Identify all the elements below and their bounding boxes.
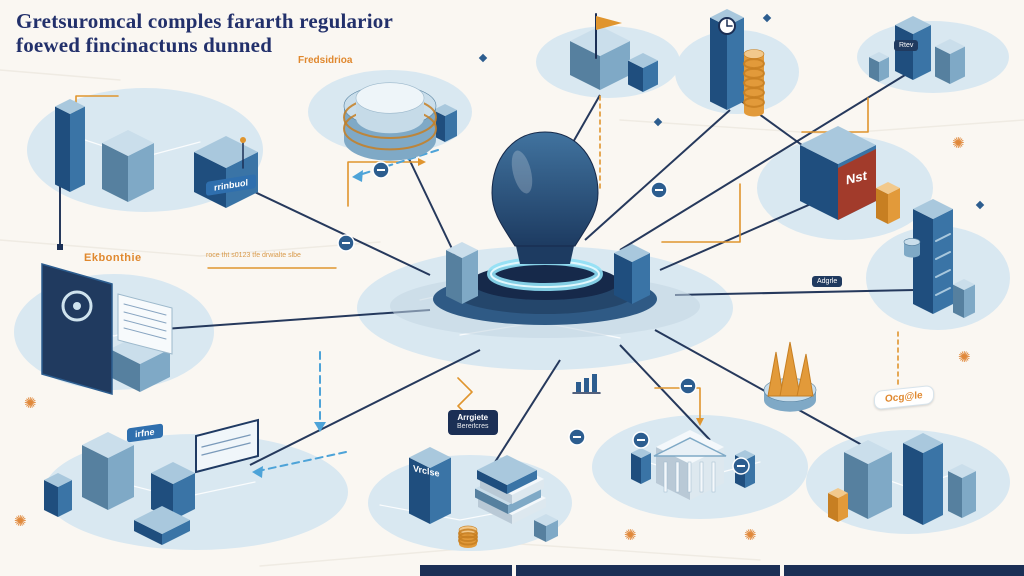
- label-note: roce tht s0123 tfe drwialte slbe: [206, 252, 301, 259]
- page-title: Gretsuromcal comples fararth regularior …: [16, 9, 393, 58]
- footer-bar: [784, 565, 1024, 576]
- title-line-2: foewed fincinactuns dunned: [16, 32, 273, 57]
- label-ekbonthie: Ekbonthie: [84, 252, 142, 264]
- label-fredsidrioa: Fredsidrioa: [298, 55, 353, 66]
- coral-icon: ✺: [624, 527, 637, 544]
- badge-adgrle: Adgrle: [812, 276, 843, 287]
- center-caption-badge: Arrgiete Bereifcres: [448, 410, 498, 435]
- badge-rtev: Rtev: [894, 40, 919, 51]
- coral-icon: ✺: [952, 135, 965, 152]
- coral-icon: ✺: [14, 513, 27, 530]
- caption-line-1: Arrgiete: [457, 413, 489, 422]
- footer-bar: [516, 565, 780, 576]
- title-line-1: Gretsuromcal comples fararth regularior: [16, 9, 393, 33]
- caption-line-2: Bereifcres: [457, 423, 489, 430]
- coral-icon: ✺: [958, 349, 971, 366]
- coral-icon: ✺: [24, 395, 37, 412]
- footer-bar: [420, 565, 512, 576]
- coral-icon: ✺: [744, 527, 757, 544]
